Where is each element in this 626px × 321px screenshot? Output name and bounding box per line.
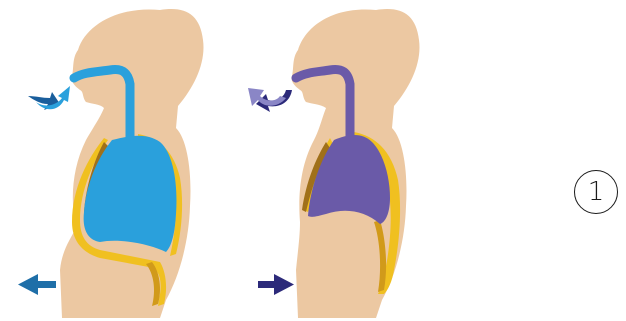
step-number-badge: 1	[574, 170, 618, 214]
figure-exhalation	[248, 9, 419, 318]
figure-inhalation	[18, 9, 203, 318]
diaphragm-arrow-right	[258, 274, 294, 295]
step-number-label: 1	[588, 177, 605, 207]
diaphragm-arrow-left	[18, 274, 56, 295]
